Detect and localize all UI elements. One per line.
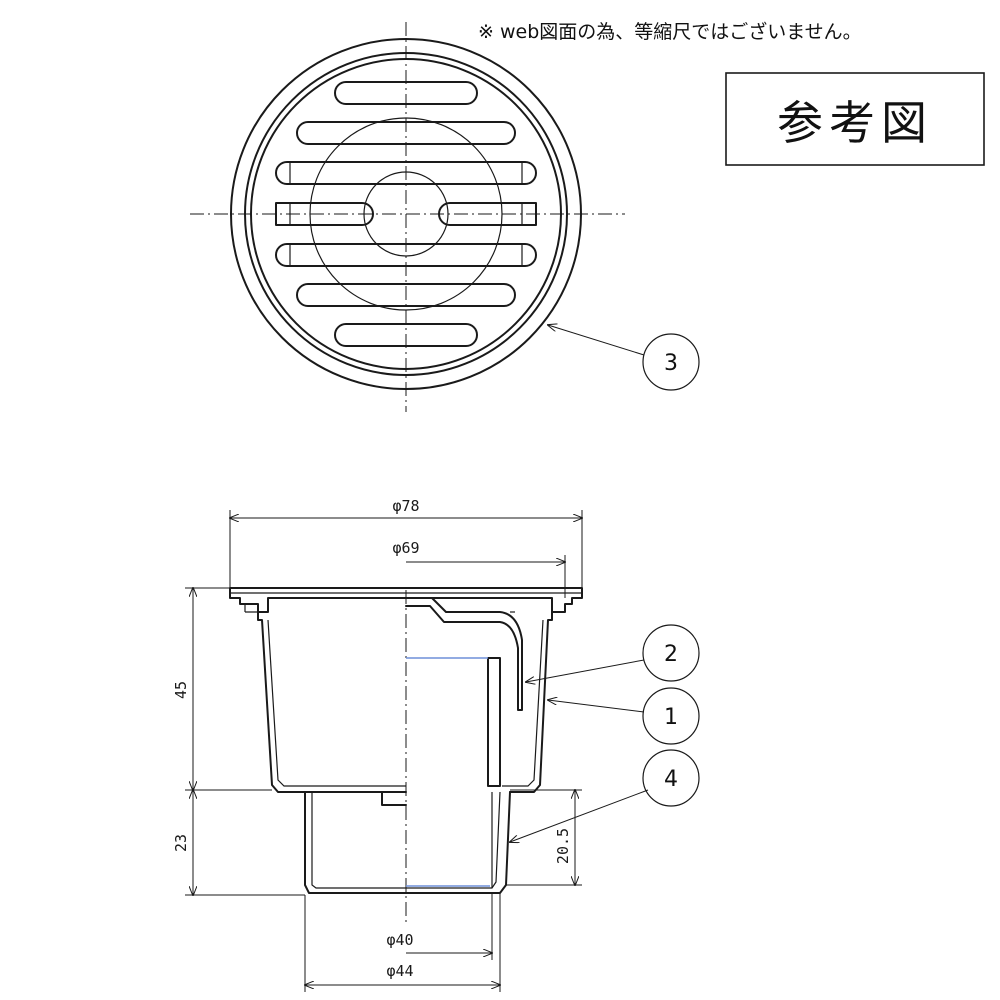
scale-note: ※ web図面の為、等縮尺ではございません。 <box>478 20 862 43</box>
drain-cup-inner-ring <box>363 171 449 257</box>
grate-slot-5 <box>275 243 537 267</box>
top-view: 3 <box>190 22 700 412</box>
dimension-pipe-inner-height: 20.5 <box>506 790 582 885</box>
section-view: φ78 φ69 45 23 20.5 <box>172 497 700 992</box>
grate-slot-middle-right <box>438 202 537 226</box>
inner-diameter-label: φ69 <box>392 539 419 557</box>
body-right-wall <box>509 611 553 793</box>
body-left-wall <box>257 611 407 793</box>
pipe-inner-diameter-label: φ40 <box>386 931 413 949</box>
dimension-inner-diameter: φ69 <box>392 539 565 598</box>
pipe-outer-diameter-label: φ44 <box>386 962 413 980</box>
grate-slot-middle-left <box>275 202 374 226</box>
balloon-3 <box>642 333 700 391</box>
balloon-3-label: 3 <box>664 351 678 376</box>
grate-slot-2 <box>296 121 516 145</box>
balloon-1 <box>642 687 700 745</box>
grate-inner-rim-1 <box>244 52 568 376</box>
dimension-pipe-inner-diameter: φ40 <box>386 893 492 960</box>
outer-diameter-label: φ78 <box>392 497 419 515</box>
grate-outer-rim <box>230 38 582 390</box>
grate-slot-1 <box>334 81 478 105</box>
inner-standpipe <box>487 657 501 787</box>
grate-inner-rim-2 <box>250 58 562 370</box>
dimension-pipe-height: 23 <box>172 790 305 895</box>
part-callout-1: 1 <box>548 687 700 745</box>
balloon-2 <box>642 624 700 682</box>
dimension-outer-diameter: φ78 <box>230 497 582 588</box>
dimension-pipe-outer-diameter: φ44 <box>305 893 500 992</box>
dimension-body-height: 45 <box>172 588 272 790</box>
balloon-2-label: 2 <box>664 642 678 667</box>
flange-outline <box>229 587 583 613</box>
balloon-4 <box>642 749 700 807</box>
reference-title: 参考図 <box>777 96 933 150</box>
trap-cup <box>405 597 523 711</box>
leader-line-3 <box>548 325 645 356</box>
grate-slots <box>275 81 537 347</box>
part-callout-4: 4 <box>510 749 700 842</box>
grate-slot-7 <box>334 323 478 347</box>
pipe-right-wall <box>405 791 511 894</box>
body-height-label: 45 <box>172 681 190 699</box>
pipe-inner-height-label: 20.5 <box>554 828 572 864</box>
part-callout-2: 2 <box>526 624 700 682</box>
grate-slot-6 <box>296 283 516 307</box>
grate-slot-3 <box>275 161 537 185</box>
pipe-left-wall <box>304 791 407 894</box>
reference-box: 参考図 <box>725 72 985 166</box>
drain-cup-ring <box>309 117 503 311</box>
balloon-1-label: 1 <box>664 705 678 730</box>
balloon-4-label: 4 <box>664 767 678 792</box>
pipe-height-label: 23 <box>172 834 190 852</box>
